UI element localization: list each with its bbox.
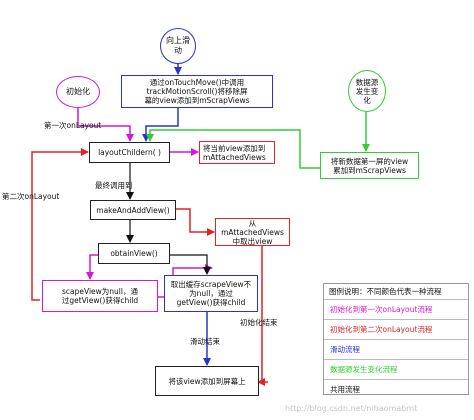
add-scrap-box: 将新数据第一屏的view 累加到mScrapViews [320, 152, 419, 179]
data-change-node: 数据源 发生变 化 [348, 70, 386, 112]
arrow-fromattached-to-screen [257, 246, 268, 386]
label-first-layout: 第一次onLayout [44, 121, 102, 130]
arrow-makeadd-to-fromattached [176, 208, 215, 236]
legend-item-second-layout: 初始化到第二次onLayout流程 [324, 319, 468, 339]
label-second-layout: 第二次onLayout [2, 192, 60, 201]
arrow-red-loop-to-layout [31, 148, 89, 301]
make-and-add-view-box: makeAndAddView() [90, 200, 176, 220]
init-node: 初始化 [56, 76, 100, 108]
arrow-touchmove-to-layout [142, 108, 179, 142]
layout-children-box: layoutChildern( ) [89, 142, 170, 163]
arrow-addscrap-to-layout [146, 129, 320, 169]
add-to-screen-box: 将该view添加到屏幕上 [155, 366, 259, 396]
legend-item-first-layout: 初始化到第一次onLayout流程 [324, 299, 468, 319]
legend-item-scroll: 滑动流程 [324, 339, 468, 359]
from-attached-box: 从 mAttachedViews 中取出view [215, 218, 290, 246]
add-attached-box: 将当前view添加到 mAttachedViews [199, 141, 275, 164]
arrow-obtain-to-takescrap [170, 254, 211, 275]
touch-move-box: 通过onTouchMove()中调用 trackMotionScroll()将移… [121, 75, 273, 108]
legend-title: 图例说明：不同颜色代表一种流程 [329, 287, 442, 296]
scrap-null-box: scapeView为null，通 过getView()获得child [42, 280, 158, 312]
label-init-end: 初始化结束 [240, 318, 278, 327]
arrow-init-to-layout [77, 108, 134, 142]
legend-item-common: 共用流程 [324, 379, 468, 399]
arrow-obtain-to-scrapnull [86, 254, 98, 280]
obtain-view-box: obtainView() [98, 243, 170, 264]
label-final-call: 最终调用到 [95, 181, 133, 190]
legend-item-data-change: 数据源发生变化流程 [324, 359, 468, 379]
legend: 图例说明：不同颜色代表一种流程 初始化到第一次onLayout流程 初始化到第二… [323, 283, 469, 395]
label-scroll-end: 滑动结束 [190, 337, 220, 346]
watermark: http://blog.csdn.net/nihaomabmt [285, 404, 418, 413]
scroll-start-node: 向上滑 动 [160, 28, 196, 64]
take-scrap-box: 取出缓存scrapeView不 为null，通过 getView()获得chil… [164, 275, 258, 312]
